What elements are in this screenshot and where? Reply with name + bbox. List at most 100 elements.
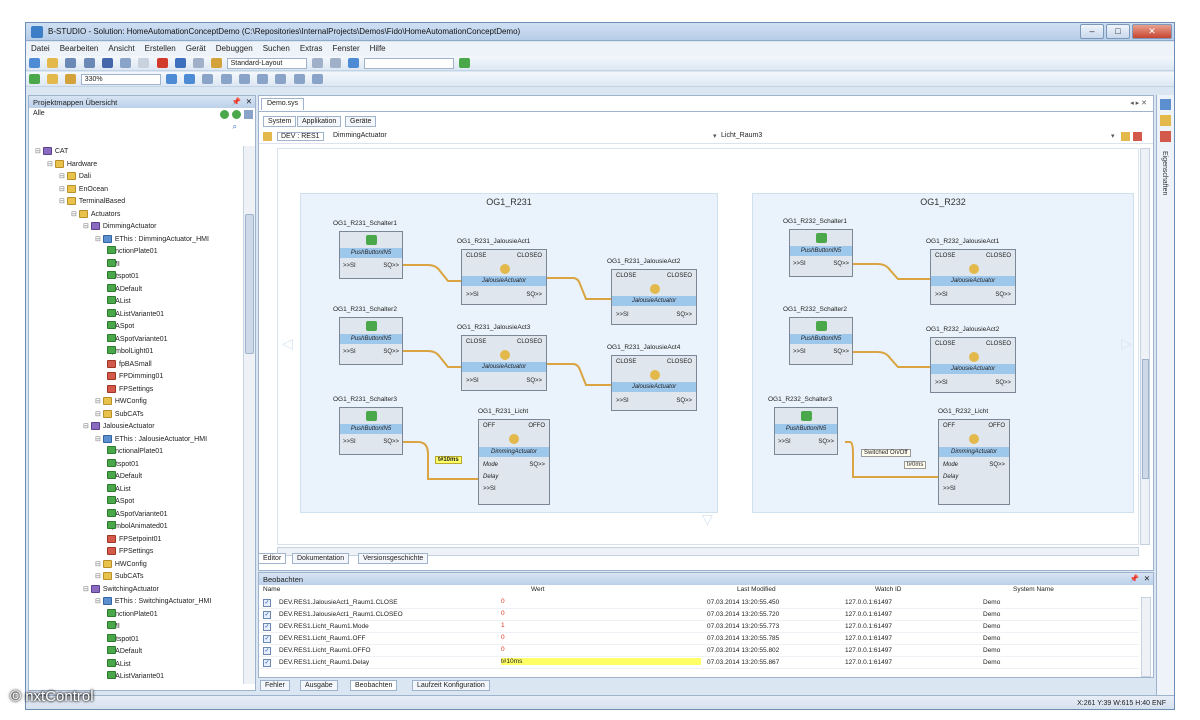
location-select[interactable]: Licht_Raum3 <box>721 132 763 139</box>
tree-item[interactable]: ⊟ DimmingActuator <box>29 221 243 234</box>
tree-item[interactable]: ⊟ TerminalBased <box>29 196 243 209</box>
build-icon[interactable] <box>211 58 223 68</box>
watch-checkbox[interactable]: ✓ <box>263 611 271 619</box>
pin-icon[interactable]: 📌 <box>231 97 241 106</box>
online-icon[interactable] <box>29 74 40 84</box>
save-icon[interactable] <box>65 58 77 68</box>
tree-item[interactable]: ⊟ EThis : JalousieActuator_HMI <box>29 434 243 447</box>
tree-item[interactable]: ⊟ Dali <box>29 171 243 184</box>
tab-laufzeit[interactable]: Laufzeit Konfiguration <box>412 680 490 691</box>
tab-applikation[interactable]: Applikation <box>297 116 342 127</box>
tree-item[interactable]: ⊟ EThis : SwitchingActuator_HMI <box>29 596 243 609</box>
watch-checkbox[interactable]: ✓ <box>263 659 271 667</box>
tree-item[interactable]: FunctionalPlate01 <box>29 446 243 459</box>
mode-param-r232[interactable]: Switched On/Off <box>861 449 911 457</box>
scroll-right-icon[interactable]: ▷ <box>1121 335 1132 351</box>
expander-icon[interactable]: ⊟ <box>59 185 67 193</box>
tree-item[interactable]: sBADefault <box>29 471 243 484</box>
tab-dokumentation[interactable]: Dokumentation <box>292 553 350 564</box>
tree-item[interactable]: ⊟ SubCATs <box>29 571 243 584</box>
tree-item[interactable]: sBADefault <box>29 646 243 659</box>
align-left-icon[interactable] <box>202 74 214 84</box>
dock-icon-3[interactable] <box>1160 131 1171 142</box>
watch-checkbox[interactable]: ✓ <box>263 635 271 643</box>
menu-item[interactable]: Datei <box>31 44 50 53</box>
col-system-name[interactable]: System Name <box>1013 586 1054 593</box>
tree-item[interactable]: sBASpotVariante01 <box>29 333 243 347</box>
refresh-icon[interactable] <box>220 110 229 119</box>
close-button[interactable]: ✕ <box>1132 24 1172 39</box>
tab-fehler[interactable]: Fehler <box>260 680 290 691</box>
watch-checkbox[interactable]: ✓ <box>263 623 271 631</box>
delete-icon[interactable] <box>156 58 168 68</box>
menu-item[interactable]: Ansicht <box>108 44 135 53</box>
col-watch-id[interactable]: Watch ID <box>875 586 902 593</box>
stop-icon[interactable] <box>330 58 342 68</box>
tree-item[interactable]: ⊟ HWConfig <box>29 396 243 409</box>
scroll-left-icon[interactable]: ◁ <box>282 335 293 351</box>
watch-pin-icon[interactable]: 📌 <box>1129 574 1139 583</box>
menu-item[interactable]: Fenster <box>332 44 360 53</box>
options-icon[interactable] <box>244 110 253 119</box>
menu-item[interactable]: Hilfe <box>369 44 386 53</box>
watch-scrollbar[interactable] <box>1141 597 1151 677</box>
tree-item[interactable]: fpBASmall <box>29 359 243 372</box>
menu-item[interactable]: Gerät <box>185 44 206 53</box>
location-dropdown-arrow-icon[interactable]: ▾ <box>1111 133 1115 140</box>
tree-item[interactable]: ⊟ SubCATs <box>29 409 243 422</box>
layout-select[interactable]: Standard-Layout <box>226 58 307 69</box>
doc-tab-demo-sys[interactable]: Demo.sys <box>261 98 305 110</box>
tree-item[interactable]: ⊟ EnOcean <box>29 184 243 197</box>
redo-icon[interactable] <box>193 58 205 68</box>
paste-icon[interactable] <box>138 58 150 68</box>
tree-item[interactable]: sBAListVariante01 <box>29 308 243 322</box>
panel-close-icon[interactable]: ✕ <box>245 97 252 106</box>
distribute-icon[interactable] <box>293 74 305 84</box>
expander-icon[interactable]: ⊟ <box>35 148 43 155</box>
align-top-icon[interactable] <box>257 74 269 84</box>
tab-editor[interactable]: Editor <box>258 553 287 564</box>
align-right-icon[interactable] <box>238 74 250 84</box>
settings-icon[interactable] <box>1121 132 1130 141</box>
zoom-out-icon[interactable] <box>184 74 196 84</box>
grid-icon[interactable] <box>311 74 323 84</box>
copy-icon[interactable] <box>120 58 132 68</box>
tree-item[interactable]: ⊟ HWConfig <box>29 559 243 572</box>
menu-item[interactable]: Erstellen <box>144 44 176 53</box>
align-center-icon[interactable] <box>220 74 232 84</box>
expander-icon[interactable]: ⊟ <box>83 585 91 593</box>
tree-item[interactable]: ⊟ EThis : DimmingActuator_HMI <box>29 234 243 247</box>
delay-param-r231[interactable]: t#10ms <box>435 456 462 464</box>
tree-item[interactable]: ⊟ SwitchingActuator <box>29 584 243 597</box>
properties-dock-tab[interactable]: Eigenschaften <box>1161 151 1168 196</box>
new-icon[interactable] <box>29 58 40 68</box>
expander-icon[interactable]: ⊟ <box>59 173 67 180</box>
tree-item[interactable]: SymbolLight01 <box>29 346 243 359</box>
col-last-modified[interactable]: Last Modified <box>737 586 776 593</box>
canvas-vscrollbar[interactable] <box>1140 148 1150 545</box>
expander-icon[interactable]: ⊟ <box>95 573 103 580</box>
tree-item[interactable]: Hotspot01 <box>29 271 243 284</box>
deploy-icon[interactable] <box>458 58 470 68</box>
canvas-hscrollbar[interactable] <box>277 547 1139 556</box>
watch-close-icon[interactable]: ✕ <box>1143 574 1150 583</box>
zoom-select[interactable]: 330% <box>80 74 161 85</box>
tree-item[interactable]: Hotspot01 <box>29 633 243 647</box>
expander-icon[interactable]: ⊟ <box>95 398 103 405</box>
doc-nav-icon[interactable]: ◂ ▸ ✕ <box>1130 100 1147 107</box>
properties-icon[interactable] <box>1133 132 1142 141</box>
watch-checkbox[interactable]: ✓ <box>263 599 271 607</box>
tree-item[interactable]: sBAList <box>29 658 243 672</box>
tree-item[interactable]: sBAListVariante01 <box>29 671 243 684</box>
run-icon[interactable] <box>311 58 323 68</box>
